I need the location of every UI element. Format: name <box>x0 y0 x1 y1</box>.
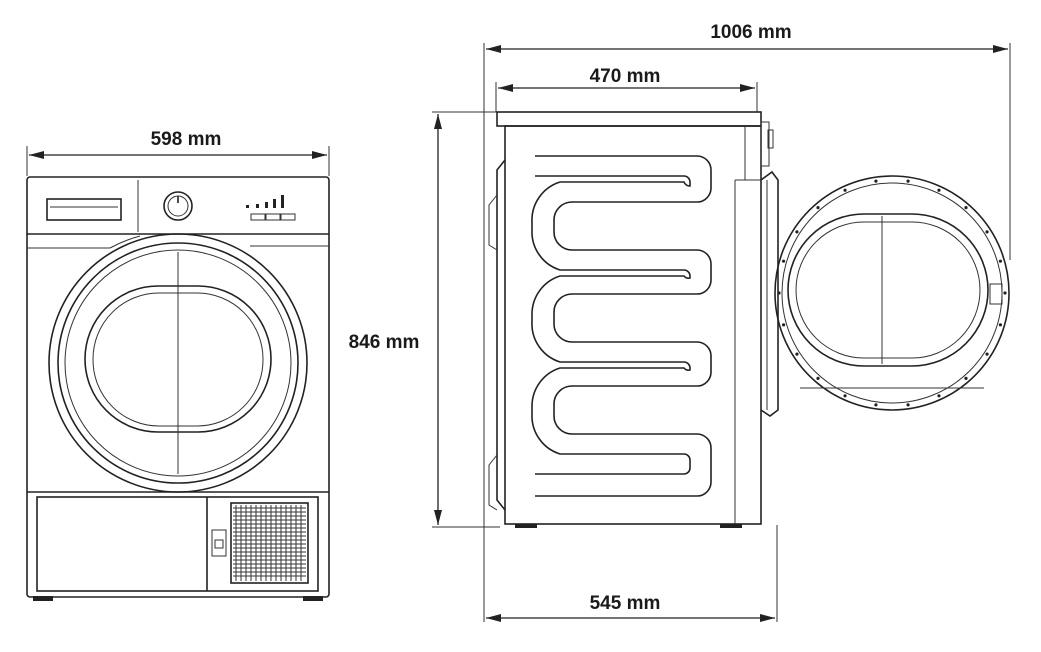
overall-depth-dimension-line <box>483 43 1011 622</box>
front-width-dimension-line <box>26 146 330 176</box>
overall-depth-label: 1006 mm <box>710 22 791 43</box>
serpentine-duct <box>535 155 712 497</box>
height-dimension-line <box>432 111 500 528</box>
filter-latch <box>211 529 227 557</box>
open-door <box>760 170 1010 417</box>
top-depth-dimension-line <box>495 82 758 112</box>
plinth-panel <box>36 496 319 592</box>
body-depth-label: 545 mm <box>590 593 661 614</box>
body-depth-dimension-line <box>486 525 778 622</box>
program-knob <box>163 191 193 221</box>
front-width-label: 598 mm <box>151 129 222 150</box>
top-depth-label: 470 mm <box>590 66 661 87</box>
air-grille <box>230 502 309 584</box>
control-buttons <box>246 195 296 221</box>
side-cabinet <box>488 111 774 528</box>
front-door <box>48 233 308 493</box>
front-body-outline <box>26 176 330 598</box>
height-label: 846 mm <box>349 332 420 353</box>
side-view: 1006 mm 470 mm 846 mm 545 mm <box>349 22 1011 622</box>
front-view: 598 mm <box>26 129 330 601</box>
water-tank-drawer <box>46 198 122 221</box>
